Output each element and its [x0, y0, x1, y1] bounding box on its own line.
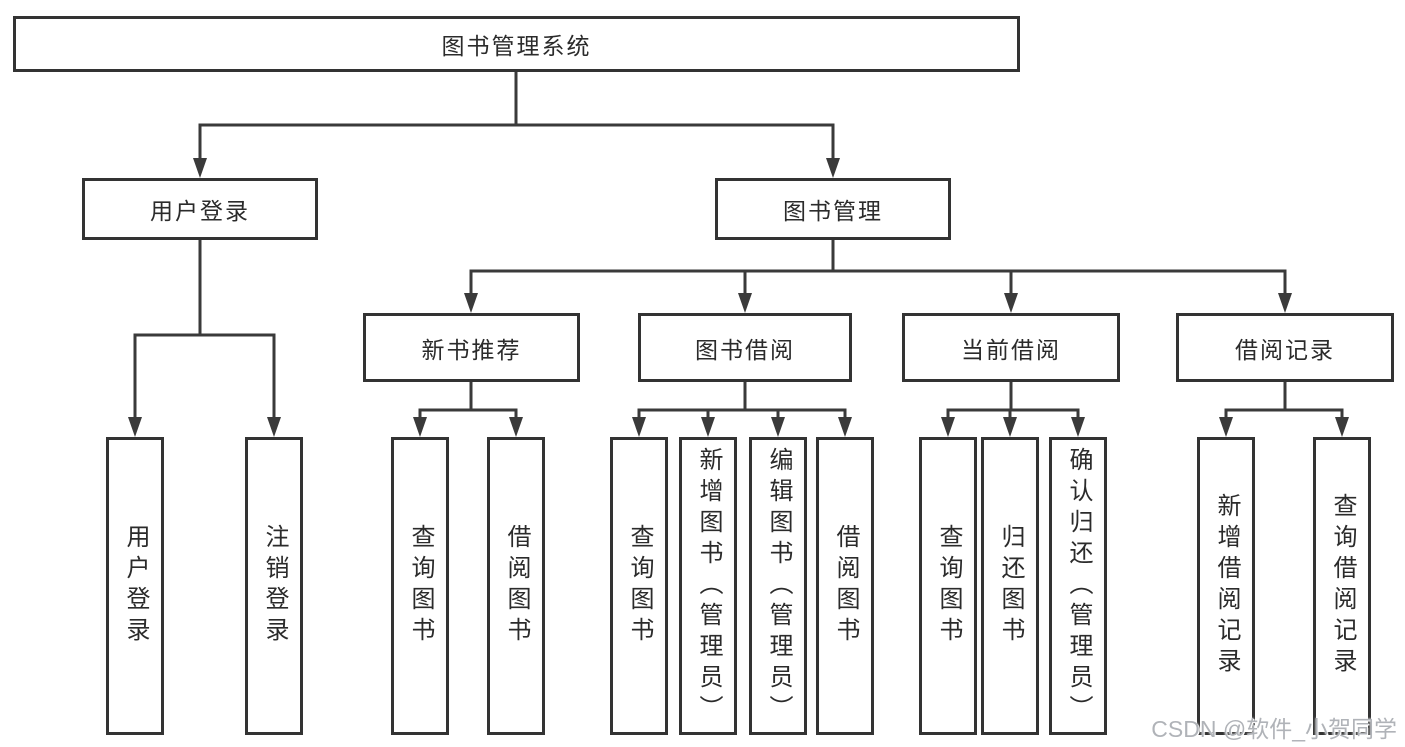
connector-root-to-level2 [193, 70, 840, 178]
node-book-borrowing: 图书借阅 [638, 313, 852, 382]
leaf-borrow-books-recommend: 借阅图书 [487, 437, 545, 735]
connector-new-book-subtree [413, 380, 523, 437]
leaf-user-login: 用户登录 [106, 437, 164, 735]
connector-current-borrowing-subtree [941, 380, 1085, 437]
node-user-login: 用户登录 [82, 178, 318, 240]
leaf-add-book-admin: 新增图书（管理员） [679, 437, 737, 735]
connector-borrowing-records-subtree [1219, 380, 1349, 437]
leaf-borrow-books-borrowing: 借阅图书 [816, 437, 874, 735]
leaf-query-books-current: 查询图书 [919, 437, 977, 735]
leaf-logout: 注销登录 [245, 437, 303, 735]
connector-book-borrowing-subtree [632, 380, 852, 437]
node-new-book-recommendation: 新书推荐 [363, 313, 580, 382]
leaf-add-borrow-record: 新增借阅记录 [1197, 437, 1255, 735]
node-book-management: 图书管理 [715, 178, 951, 240]
watermark: CSDN @软件_小贺同学 [1151, 716, 1397, 742]
leaf-query-borrow-record: 查询借阅记录 [1313, 437, 1371, 735]
node-current-borrowing: 当前借阅 [902, 313, 1120, 382]
leaf-query-books-borrowing: 查询图书 [610, 437, 668, 735]
leaf-query-books-recommend: 查询图书 [391, 437, 449, 735]
node-borrowing-records: 借阅记录 [1176, 313, 1394, 382]
connector-user-login-subtree [128, 238, 281, 437]
leaf-confirm-return-admin: 确认归还（管理员） [1049, 437, 1107, 735]
leaf-edit-book-admin: 编辑图书（管理员） [749, 437, 807, 735]
connector-book-management-to-level3 [464, 238, 1292, 313]
leaf-return-books: 归还图书 [981, 437, 1039, 735]
node-root: 图书管理系统 [13, 16, 1020, 72]
